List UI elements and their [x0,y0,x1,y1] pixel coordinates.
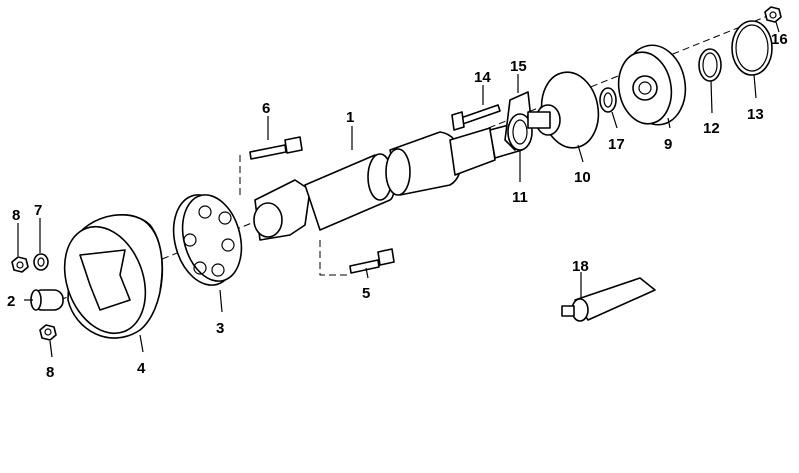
label-1: 1 [346,109,354,126]
part-12-circlip [698,48,722,82]
part-4-flange-housing [63,214,164,339]
label-18: 18 [572,258,589,275]
part-17-ring [599,87,617,113]
part-8-nut-top [11,256,29,273]
label-13: 13 [747,106,764,123]
label-16: 16 [771,31,788,48]
label-17: 17 [608,136,625,153]
part-6-bolt [249,136,303,160]
label-14: 14 [474,69,491,86]
part-16-nut [764,6,782,23]
label-7: 7 [34,202,42,219]
label-11: 11 [512,189,528,206]
label-12: 12 [703,120,720,137]
part-14-bolt [451,104,501,131]
label-4: 4 [137,360,146,377]
part-9-centering-sleeve [617,44,687,126]
part-8-nut-bottom [39,324,57,341]
part-3-flex-disc [172,194,243,286]
label-9: 9 [664,136,672,153]
part-18-grease-tube [561,277,656,322]
label-8-bottom: 8 [46,364,54,381]
label-6: 6 [262,100,270,117]
label-8-top: 8 [12,207,20,224]
label-10: 10 [574,169,591,186]
label-15: 15 [510,58,527,75]
label-5: 5 [362,285,370,302]
leader-lines [17,21,780,358]
part-5-bolt [349,248,395,274]
part-2-sleeve [30,289,64,311]
part-7-washer [33,253,49,271]
label-3: 3 [216,320,224,337]
part-1-drive-shaft [253,121,523,241]
part-13-seal-ring [731,20,773,76]
part-10-flange [527,71,600,149]
label-2: 2 [7,293,15,310]
